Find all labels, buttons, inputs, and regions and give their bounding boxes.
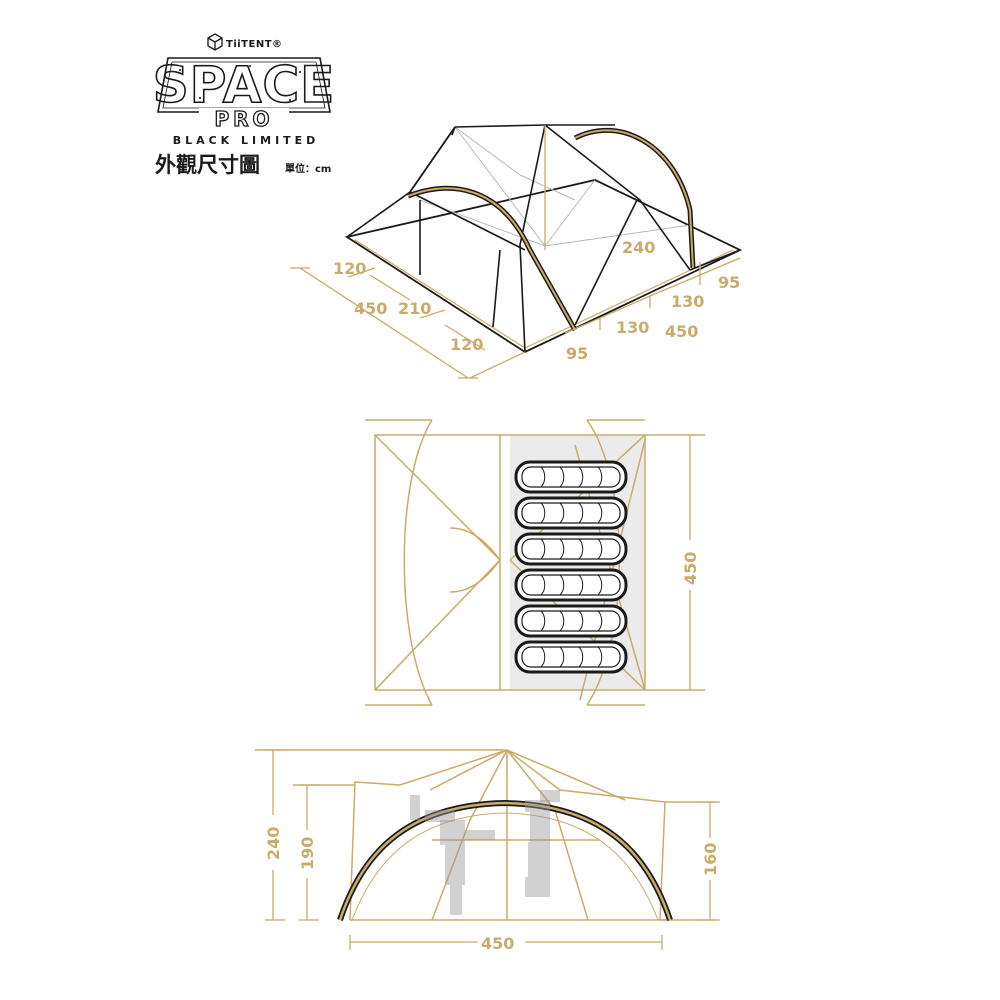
dimension-label: 120 bbox=[333, 259, 366, 278]
dimension-label: 240 bbox=[264, 827, 283, 860]
sleeping-bag bbox=[514, 496, 628, 530]
dimension-label: 450 bbox=[354, 299, 387, 318]
isometric-dimension-labels: 120 450 210 120 240 95 130 130 450 95 bbox=[333, 238, 740, 363]
sleeping-bag bbox=[514, 460, 628, 494]
dimension-label: 210 bbox=[398, 299, 431, 318]
sleeping-bag bbox=[514, 640, 628, 674]
dimension-label: 190 bbox=[298, 837, 317, 870]
dimension-label: 240 bbox=[622, 238, 655, 257]
person-figure-jumping bbox=[410, 795, 495, 915]
side-arch-pole bbox=[337, 799, 673, 921]
top-view: 450 bbox=[365, 419, 705, 706]
person-figure-standing bbox=[525, 790, 560, 897]
sleeping-bag bbox=[514, 568, 628, 602]
sleeping-bag bbox=[514, 604, 628, 638]
maker-name: TiiTENT® bbox=[226, 39, 283, 50]
dimension-label: 95 bbox=[566, 344, 588, 363]
sleeping-bag bbox=[514, 532, 628, 566]
product-subtitle: PRO bbox=[214, 107, 273, 131]
side-view-dimension-lines bbox=[265, 749, 720, 950]
dimension-label: 130 bbox=[671, 292, 704, 311]
edition-label: BLACK LIMITED bbox=[173, 134, 320, 147]
unit-label: 單位：cm bbox=[285, 162, 331, 175]
isometric-dimension-lines bbox=[290, 125, 741, 379]
hexagon-cube-icon bbox=[207, 33, 223, 51]
brand-logo: TiiTENT® SPACE PRO BLACK LIMITED 外觀尺寸圖 單… bbox=[152, 33, 336, 177]
logo-frame bbox=[157, 57, 331, 113]
diagram-title: 外觀尺寸圖 bbox=[155, 153, 260, 177]
dimension-label: 120 bbox=[450, 335, 483, 354]
front-arch-pole bbox=[407, 185, 578, 332]
dimension-label: 450 bbox=[665, 322, 698, 341]
side-view: 240 190 160 450 bbox=[255, 749, 720, 953]
isometric-view: 120 450 210 120 240 95 130 130 450 95 bbox=[290, 124, 743, 379]
tent-body-outline bbox=[346, 124, 741, 353]
dimension-label: 130 bbox=[616, 318, 649, 337]
dimension-label: 160 bbox=[701, 843, 720, 876]
logo-stars bbox=[179, 65, 301, 101]
sleeping-bags bbox=[514, 460, 628, 674]
dimension-label: 450 bbox=[481, 934, 514, 953]
product-name: SPACE bbox=[153, 56, 336, 114]
dimension-label: 95 bbox=[718, 273, 740, 292]
dimension-label: 450 bbox=[681, 552, 700, 585]
